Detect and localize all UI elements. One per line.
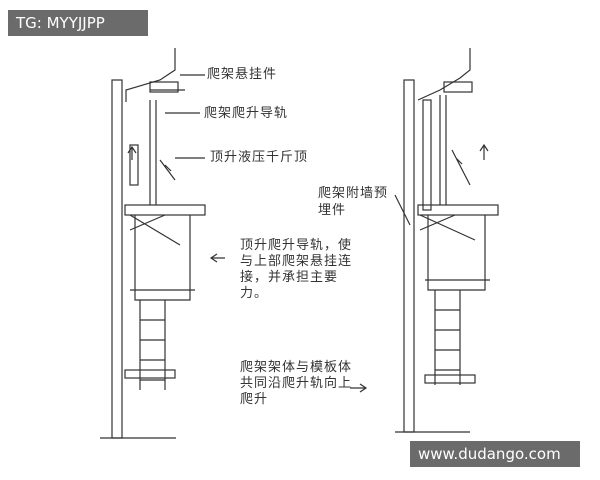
left-frame-drawing <box>100 48 206 439</box>
label-guide-rail: 爬架爬升导轨 <box>204 106 289 121</box>
leader-lines <box>165 74 411 226</box>
label-note-lift: 顶升爬升导轨，使与上部爬架悬挂连接，并承担主要力。 <box>240 238 353 301</box>
label-hanger: 爬架悬挂件 <box>207 67 278 82</box>
label-note-climb: 爬架架体与模板体共同沿爬升轨向上爬升 <box>240 360 353 407</box>
label-jack: 顶升液压千斤顶 <box>210 150 309 165</box>
watermark-bottom-right: www.dudango.com <box>410 441 580 467</box>
watermark-top-left: TG: MYYJJPP <box>8 10 148 36</box>
arrows <box>127 143 489 393</box>
right-frame-drawing <box>395 48 499 433</box>
label-embedded: 爬架附墙预埋件 <box>318 186 389 218</box>
